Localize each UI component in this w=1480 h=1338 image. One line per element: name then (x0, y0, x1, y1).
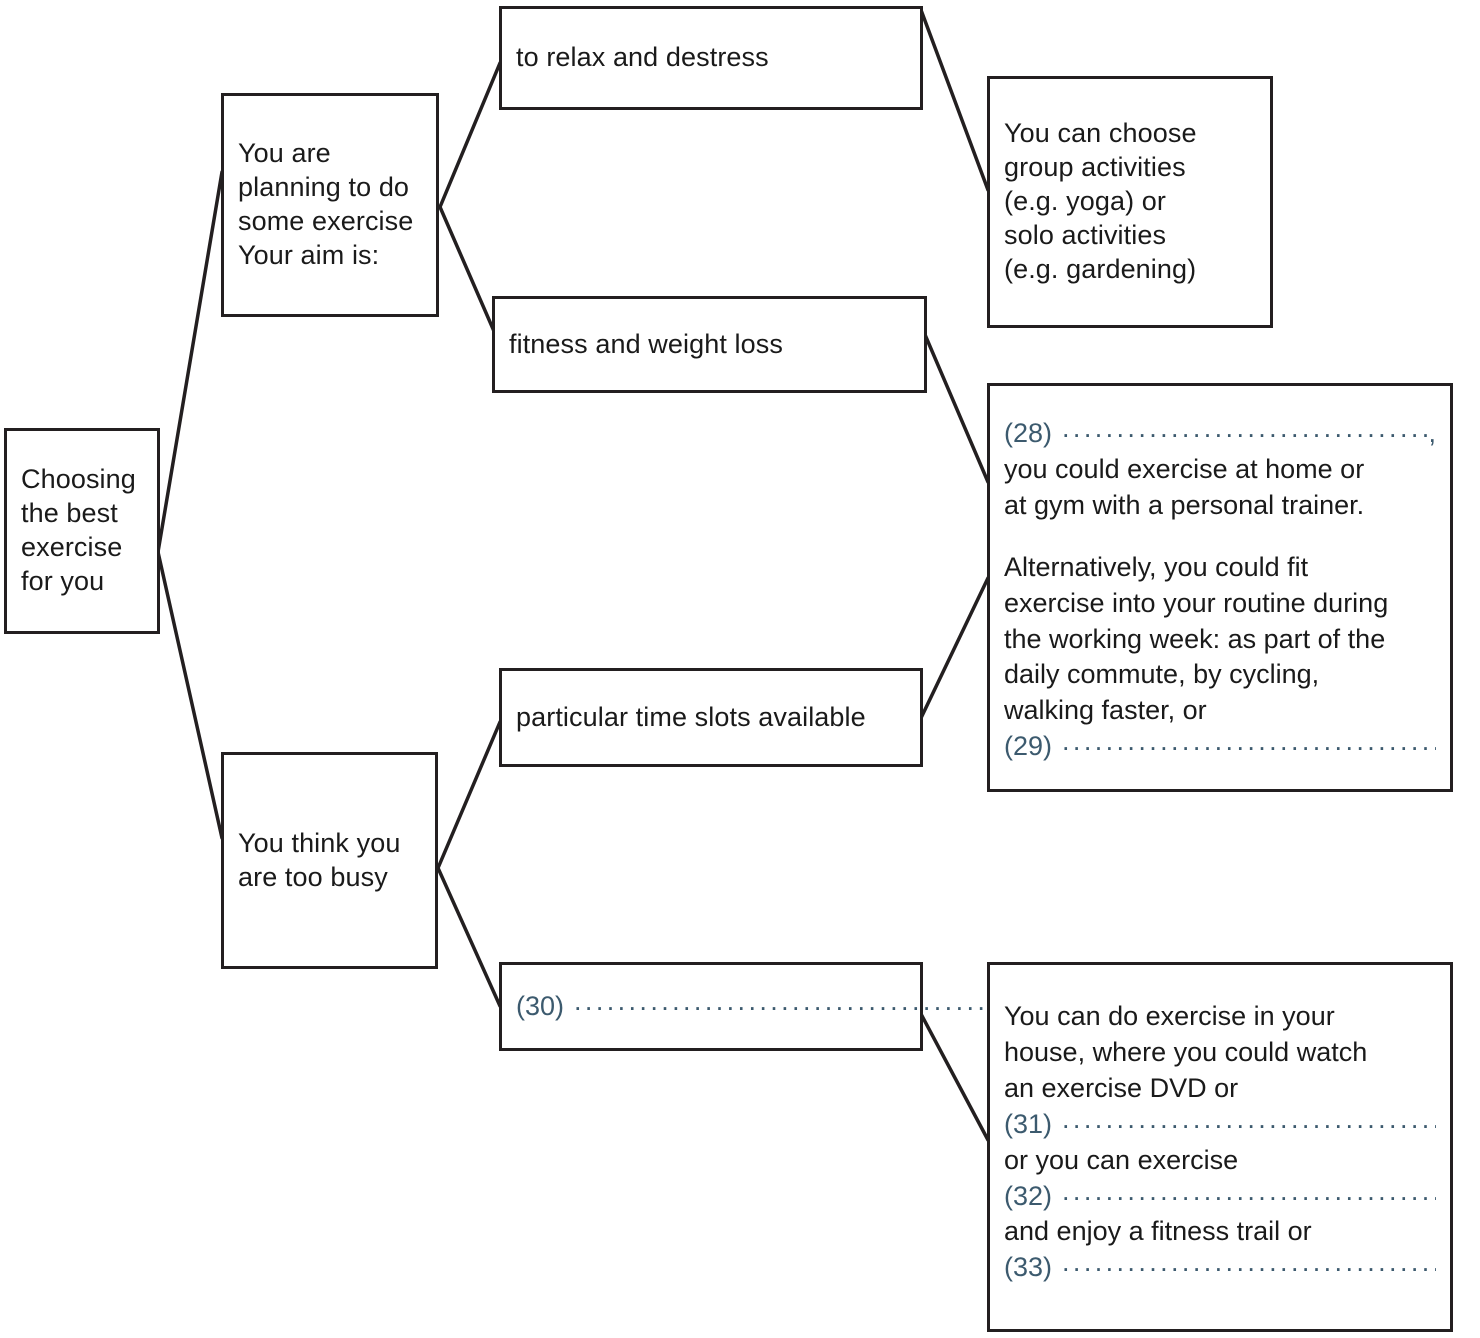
home-gym-line-5: the working week: as part of the (1004, 623, 1386, 654)
home-gym-paragraph-1: (28) ...................................… (990, 413, 1450, 524)
home-gym-paragraph-2: Alternatively, you could fit exercise in… (990, 550, 1450, 765)
gap-29-dots: ........................................… (1062, 726, 1436, 757)
gap-30-number: (30) (516, 990, 565, 1021)
edge-aim-to-fitness (438, 205, 502, 347)
home-gym-line-1: you could exercise at home or (1004, 453, 1365, 484)
node-time-slots-label: particular time slots available (516, 701, 866, 732)
gap-29-number: (29) (1004, 731, 1053, 762)
home-gym-line-3: Alternatively, you could fit (1004, 551, 1309, 582)
home-gym-line-7: walking faster, or (1004, 695, 1207, 726)
house-trail-line-3: an exercise DVD or (1004, 1072, 1239, 1103)
node-fitness-weightloss[interactable]: fitness and weight loss (492, 296, 927, 393)
node-group-solo-activities-label: You can choose group activities (e.g. yo… (1004, 118, 1197, 284)
home-gym-line-6: daily commute, by cycling, (1004, 659, 1320, 690)
node-relax-destress[interactable]: to relax and destress (499, 6, 923, 110)
node-house-trail[interactable]: You can do exercise in your house, where… (987, 962, 1453, 1332)
house-trail-line-4: or you can exercise (1004, 1144, 1239, 1175)
gap-32-number: (32) (1004, 1180, 1053, 1211)
edge-timeslots-to-homegym (919, 576, 990, 720)
node-fitness-weightloss-label: fitness and weight loss (509, 328, 783, 359)
edge-relax-to-groupsolo (919, 8, 990, 192)
edge-busy-to-gap30 (436, 866, 502, 1008)
gap-31-dots: ........................................… (1062, 1103, 1436, 1134)
edge-gap30-to-housetrail (919, 1012, 990, 1142)
gap-29-row: (29) ...................................… (990, 726, 1450, 765)
home-gym-line-2: at gym with a personal trainer. (1004, 489, 1365, 520)
node-branch-aim[interactable]: You are planning to do some exercise You… (221, 93, 439, 317)
node-branch-aim-label: You are planning to do some exercise You… (238, 138, 414, 270)
house-trail-line-5: and enjoy a fitness trail or (1004, 1216, 1312, 1247)
gap-31-number: (31) (1004, 1108, 1053, 1139)
edge-busy-to-timeslots (436, 720, 502, 870)
house-trail-line-1: You can do exercise in your (1004, 1001, 1335, 1031)
gap-30-dots: ........................................… (574, 985, 1005, 1016)
node-home-gym[interactable]: (28) ...................................… (987, 383, 1453, 792)
edge-root-to-aim (156, 170, 224, 554)
gap-30-row: (30) ...................................… (502, 986, 1004, 1025)
edge-fitness-to-homegym (921, 328, 990, 484)
home-gym-line-4: exercise into your routine during (1004, 587, 1389, 618)
gap-33-dots: ........................................… (1062, 1247, 1436, 1278)
edge-aim-to-relax (438, 61, 502, 209)
house-trail-line-2: house, where you could watch (1004, 1036, 1368, 1067)
gap-32-row: (32) ...................................… (990, 1176, 1450, 1215)
node-branch-busy-label: You think you are too busy (238, 827, 401, 892)
gap-32-dots: ........................................… (1062, 1175, 1436, 1206)
node-relax-destress-label: to relax and destress (516, 42, 769, 73)
node-time-slots[interactable]: particular time slots available (499, 668, 923, 767)
gap-33-number: (33) (1004, 1252, 1053, 1283)
gap-31-row: (31) ...................................… (990, 1104, 1450, 1143)
gap-28-dots: ........................................… (1062, 413, 1428, 443)
edge-root-to-busy (156, 550, 224, 840)
gap-28-number: (28) (1004, 418, 1053, 448)
gap-33-row: (33) ...................................… (990, 1247, 1450, 1286)
node-group-solo-activities[interactable]: You can choose group activities (e.g. yo… (987, 76, 1273, 328)
node-root[interactable]: Choosing the best exercise for you (4, 428, 160, 634)
node-gap-30[interactable]: (30) ...................................… (499, 962, 1004, 1051)
gap-28-tail: , (1428, 418, 1436, 448)
gap-28-row: (28) ...................................… (990, 413, 1450, 452)
node-root-label: Choosing the best exercise for you (21, 464, 136, 596)
node-branch-busy[interactable]: You think you are too busy (221, 752, 438, 969)
